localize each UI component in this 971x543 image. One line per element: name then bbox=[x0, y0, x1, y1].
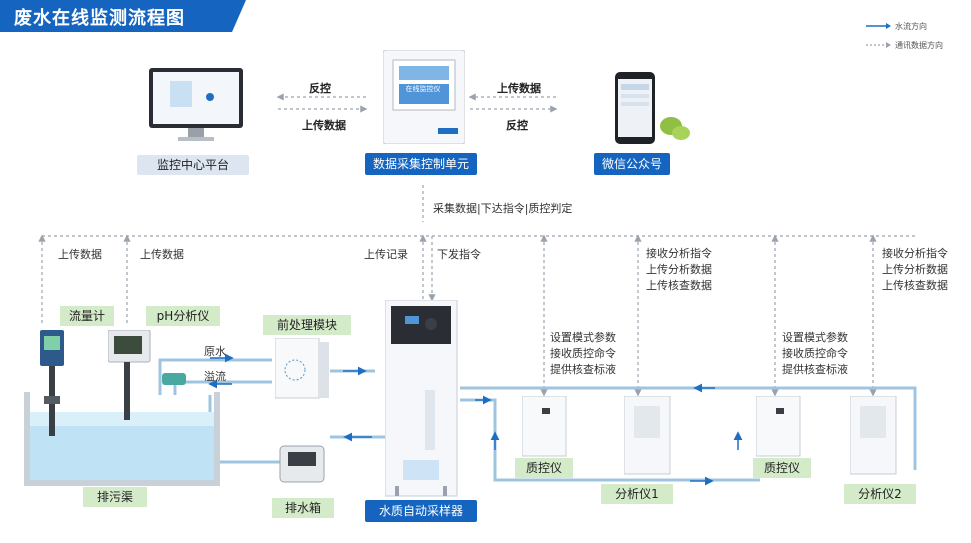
analyzer-text-1-line: 上传分析数据 bbox=[646, 263, 712, 276]
drain-channel-icon bbox=[24, 392, 220, 486]
raw-water-label: 原水 bbox=[204, 345, 226, 358]
qc-text-2-line: 设置模式参数 bbox=[782, 331, 848, 344]
acquisition-screen-text: 在线监控仪 bbox=[405, 85, 441, 93]
phone-icon bbox=[615, 72, 690, 144]
ph-meter-icon bbox=[108, 330, 151, 420]
qc-instrument-1-label: 质控仪 bbox=[515, 458, 573, 478]
analyzer-text-2-line: 上传核查数据 bbox=[882, 279, 948, 292]
water-sampler-label: 水质自动采样器 bbox=[365, 500, 477, 522]
wechat-official-account-label: 微信公众号 bbox=[594, 153, 670, 175]
right-arrow-top-label: 上传数据 bbox=[497, 82, 541, 95]
analyzer-text-2-line: 接收分析指令 bbox=[882, 247, 948, 260]
analyzer-2-icon bbox=[850, 396, 897, 475]
drain-box-label: 排水箱 bbox=[272, 498, 334, 518]
analyzer-text-1-line: 上传核查数据 bbox=[646, 279, 712, 292]
qc-instrument-2-label: 质控仪 bbox=[753, 458, 811, 478]
analyzer-text-2: 接收分析指令 上传分析数据 上传核查数据 bbox=[882, 246, 948, 294]
qc-text-1-line: 提供核查标液 bbox=[550, 363, 616, 376]
pump-icon bbox=[162, 373, 186, 385]
qc-text-2-line: 提供核查标液 bbox=[782, 363, 848, 376]
legend-icons bbox=[866, 23, 891, 48]
qc-text-1: 设置模式参数 接收质控命令 提供核查标液 bbox=[550, 330, 616, 378]
analyzer-text-1-line: 接收分析指令 bbox=[646, 247, 712, 260]
monitoring-center-label: 监控中心平台 bbox=[137, 155, 249, 175]
page-title: 废水在线监测流程图 bbox=[14, 8, 185, 29]
flow-meter-label: 流量计 bbox=[60, 306, 114, 326]
ph-meter-label: pH分析仪 bbox=[146, 306, 220, 326]
data-acquisition-unit-label: 数据采集控制单元 bbox=[365, 153, 477, 175]
data-acquisition-unit-icon bbox=[383, 50, 465, 144]
flow-meter-icon bbox=[40, 330, 64, 436]
analyzer-2-label: 分析仪2 bbox=[844, 484, 916, 504]
drain-box-icon bbox=[279, 445, 325, 483]
qc-text-1-line: 设置模式参数 bbox=[550, 331, 616, 344]
qc-text-2: 设置模式参数 接收质控命令 提供核查标液 bbox=[782, 330, 848, 378]
upload-data-label-1: 上传数据 bbox=[58, 248, 102, 261]
analyzer-text-2-line: 上传分析数据 bbox=[882, 263, 948, 276]
pretreatment-module-icon bbox=[275, 338, 329, 399]
overflow-label: 溢流 bbox=[204, 370, 226, 383]
issue-command-label: 下发指令 bbox=[437, 248, 481, 261]
qc-instrument-1-icon bbox=[522, 396, 567, 457]
upload-record-label: 上传记录 bbox=[364, 248, 408, 261]
right-arrow-bottom-label: 反控 bbox=[506, 119, 528, 132]
qc-text-1-line: 接收质控命令 bbox=[550, 347, 616, 360]
left-arrow-bottom-label: 上传数据 bbox=[302, 119, 346, 132]
qc-text-2-line: 接收质控命令 bbox=[782, 347, 848, 360]
upload-data-label-2: 上传数据 bbox=[140, 248, 184, 261]
analyzer-text-1: 接收分析指令 上传分析数据 上传核查数据 bbox=[646, 246, 712, 294]
legend-comm-flow: 通讯数据方向 bbox=[895, 41, 943, 50]
legend-water-flow: 水流方向 bbox=[895, 22, 927, 31]
qc-instrument-2-icon bbox=[756, 396, 801, 457]
drain-channel-label: 排污渠 bbox=[83, 487, 147, 507]
center-down-label: 采集数据|下达指令|质控判定 bbox=[433, 202, 573, 215]
analyzer-1-label: 分析仪1 bbox=[601, 484, 673, 504]
water-sampler-icon bbox=[385, 300, 458, 497]
pretreatment-module-label: 前处理模块 bbox=[263, 315, 351, 335]
left-arrow-top-label: 反控 bbox=[309, 82, 331, 95]
title-banner bbox=[0, 0, 246, 32]
analyzer-1-icon bbox=[624, 396, 671, 475]
monitor-icon bbox=[149, 68, 243, 141]
